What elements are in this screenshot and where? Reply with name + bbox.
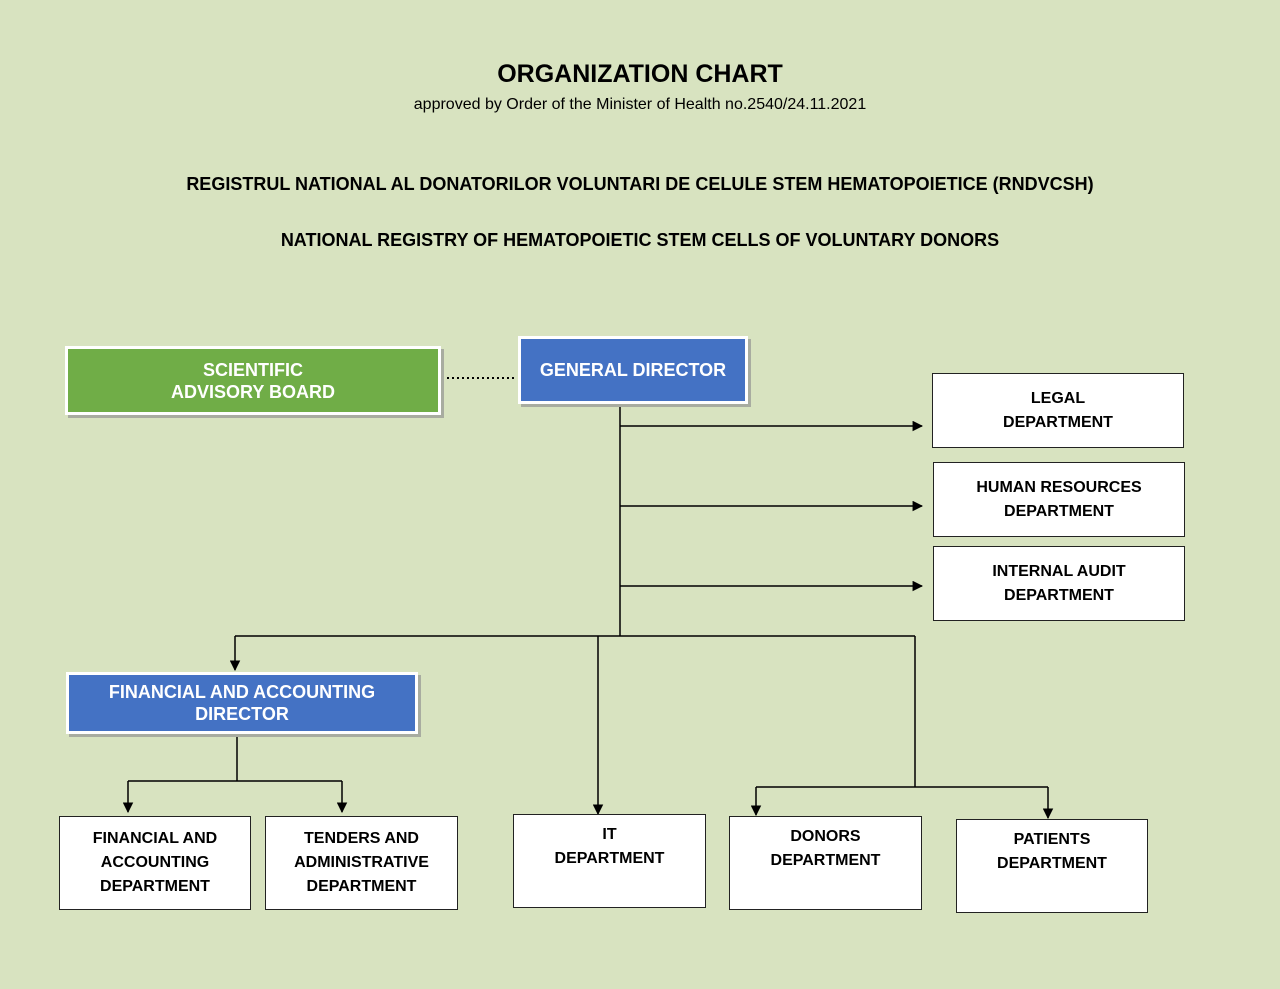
general-director-box: GENERAL DIRECTOR [518, 336, 748, 404]
box-label-line: SCIENTIFIC [202, 359, 303, 380]
internal-audit-department-box: INTERNAL AUDIT DEPARTMENT [933, 546, 1185, 621]
registry-name-romanian: REGISTRUL NATIONAL AL DONATORILOR VOLUNT… [186, 174, 1094, 194]
box-label-line: FINANCIAL AND ACCOUNTING [108, 682, 376, 702]
box-label-line: TENDERS AND [304, 830, 419, 847]
box-label-line: DEPARTMENT [100, 878, 210, 895]
human-resources-department-box: HUMAN RESOURCES DEPARTMENT [933, 462, 1185, 537]
box-label-line: DEPARTMENT [1004, 586, 1114, 604]
box-label-line: DONORS [790, 828, 861, 845]
box-label-line: DEPARTMENT [554, 850, 665, 867]
box-label-line: FINANCIAL AND [92, 830, 218, 847]
box-label-line: IT [602, 826, 617, 843]
box-label-line: DEPARTMENT [770, 852, 881, 869]
patients-department-box: PATIENTS DEPARTMENT [956, 819, 1148, 913]
box-label-line: DEPARTMENT [1003, 413, 1113, 431]
legal-department-box: LEGAL DEPARTMENT [932, 373, 1184, 448]
it-department-box: IT DEPARTMENT [513, 814, 706, 908]
box-label-line: GENERAL DIRECTOR [539, 360, 727, 380]
box-label-line: LEGAL [1030, 389, 1086, 407]
box-label-line: ADVISORY BOARD [170, 381, 336, 402]
approval-subtitle: approved by Order of the Minister of Hea… [413, 96, 867, 113]
box-label-line: INTERNAL AUDIT [992, 562, 1126, 580]
chart-title: ORGANIZATION CHART [497, 60, 783, 88]
box-label-line: DEPARTMENT [306, 878, 417, 895]
donors-department-box: DONORS DEPARTMENT [729, 816, 922, 910]
financial-accounting-department-box: FINANCIAL AND ACCOUNTING DEPARTMENT [59, 816, 251, 910]
box-label-line: ACCOUNTING [100, 854, 210, 871]
box-label-line: DEPARTMENT [997, 855, 1107, 872]
box-label-line: DEPARTMENT [1004, 502, 1114, 520]
registry-name-english: NATIONAL REGISTRY OF HEMATOPOIETIC STEM … [280, 230, 1000, 250]
box-label-line: DIRECTOR [195, 704, 289, 724]
box-label-line: ADMINISTRATIVE [294, 854, 429, 871]
financial-accounting-director-box: FINANCIAL AND ACCOUNTING DIRECTOR [66, 672, 418, 734]
tenders-administrative-department-box: TENDERS AND ADMINISTRATIVE DEPARTMENT [265, 816, 458, 910]
box-label-line: HUMAN RESOURCES [976, 478, 1142, 496]
scientific-advisory-board-box: SCIENTIFIC ADVISORY BOARD [65, 346, 441, 415]
box-label-line: PATIENTS [1013, 831, 1091, 848]
